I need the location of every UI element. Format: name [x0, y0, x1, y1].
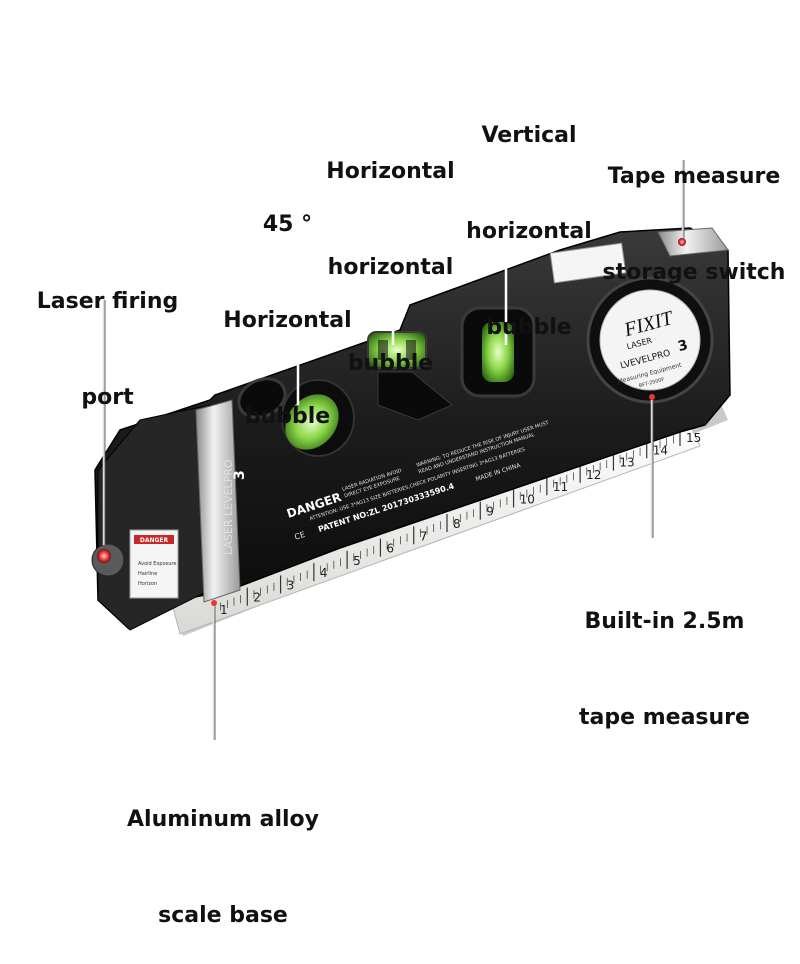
tape-number: 4 — [320, 566, 328, 580]
label-45-horizontal-bubble: 45 ° Horizontal bubble — [223, 212, 352, 429]
tape-number: 10 — [520, 492, 535, 506]
tape-number: 14 — [653, 443, 668, 457]
side-model-label: LASER LEVELPRO — [222, 459, 235, 555]
tape-number: 12 — [586, 468, 601, 482]
tape-number: 15 — [686, 431, 701, 445]
tape-number: 9 — [486, 505, 494, 519]
tape-storage-switch — [657, 227, 729, 257]
label-built-in-tape: Built-in 2.5m tape measure — [579, 609, 750, 730]
ce-mark: CE — [293, 530, 306, 542]
tape-number: 5 — [353, 554, 361, 568]
side-model-number: 3 — [232, 470, 248, 480]
metal-band — [195, 399, 241, 603]
top-laser-sticker — [549, 242, 627, 284]
label-vertical-bubble: Vertical horizontal bubble — [466, 123, 592, 340]
tape-number: 8 — [453, 517, 461, 531]
hanging-hole — [237, 377, 287, 419]
label-laser-firing-port: Laser firing port — [36, 289, 179, 410]
tape-number: 7 — [420, 529, 428, 543]
center-window — [377, 371, 453, 421]
label-aluminum-scale-base: Aluminum alloy scale base — [127, 807, 319, 928]
front-sticker-line: Horizon — [138, 581, 157, 587]
front-sticker-title: DANGER — [140, 537, 169, 544]
tape-number: 1 — [220, 603, 228, 617]
brand-model-number: 3 — [676, 337, 690, 355]
label-tape-storage-switch: Tape measure storage switch — [602, 164, 786, 285]
tape-number: 2 — [253, 591, 261, 605]
leader-line-shadows — [104, 160, 685, 740]
tape-number: 13 — [619, 456, 634, 470]
front-sticker-line: Hairline — [138, 571, 157, 577]
front-sticker-line: Avoid Exposure — [138, 561, 176, 567]
tape-number: 11 — [553, 480, 568, 494]
tape-number: 3 — [287, 578, 295, 592]
bubble-45-vial — [285, 394, 339, 450]
brand-badge — [599, 289, 701, 391]
tape-ticks — [213, 428, 681, 618]
leader-lines — [102, 152, 685, 740]
laser-port — [97, 549, 111, 563]
label-horizontal-bubble: Horizontal horizontal bubble — [326, 159, 455, 376]
tape-number: 6 — [386, 542, 394, 556]
